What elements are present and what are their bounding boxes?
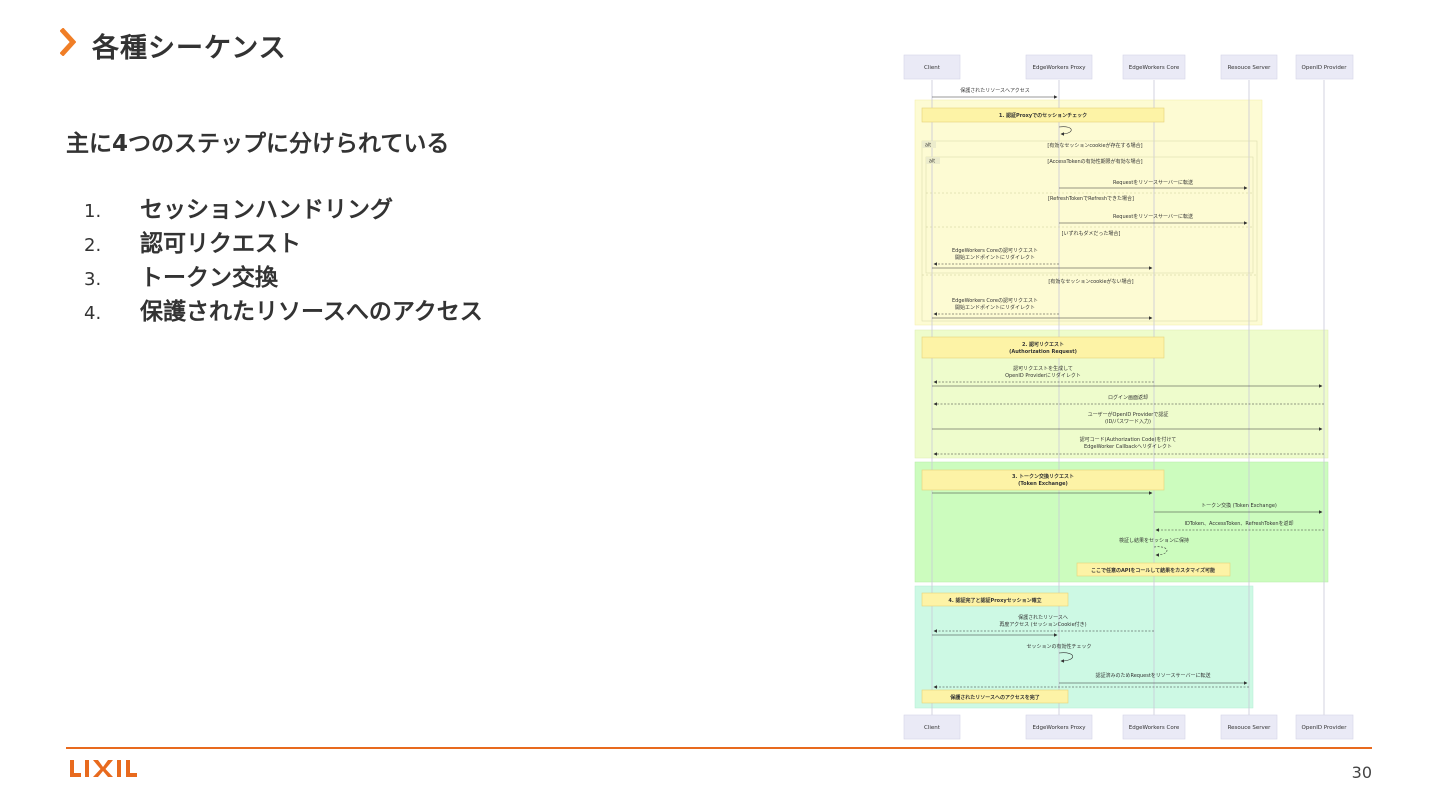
actor-label: OpenID Provider: [1302, 725, 1348, 731]
lixil-logo: [70, 760, 137, 777]
message-label: 保護されたリソースへアクセス: [960, 87, 1030, 94]
actor-edgeworkers-core-bottom: [1122, 714, 1186, 740]
message-label: 認証済みのためRequestをリソースサーバーに転送: [1095, 672, 1210, 679]
alt-condition: [有効なセッションcookieがない場合]: [1048, 278, 1133, 285]
alt-condition: [いずれもダメだった場合]: [1062, 230, 1121, 237]
message-label: EdgeWorker Callbackへリダイレクト: [1084, 443, 1172, 450]
actor-label: EdgeWorkers Proxy: [1033, 65, 1087, 71]
note-text: 2. 認可リクエスト: [1022, 341, 1064, 348]
footer-divider: [66, 747, 1372, 749]
step-item: 3. トークン交換: [84, 261, 483, 295]
actor-label: Resouce Server: [1228, 725, 1272, 731]
step-number: 2.: [84, 235, 102, 256]
actor-label: EdgeWorkers Core: [1129, 65, 1180, 71]
message-label: 認可コード(Authorization Code)を付けて: [1080, 436, 1177, 443]
note-access-complete: [921, 689, 1069, 704]
actor-label: EdgeWorkers Proxy: [1033, 725, 1087, 731]
step-text: トークン交換: [140, 265, 278, 291]
message-label: IDToken、AccessToken、RefreshTokenを返却: [1184, 520, 1293, 527]
message-label: 保護されたリソースへ: [1018, 614, 1068, 621]
actor-label: Client: [924, 725, 941, 731]
note-text: (Token Exchange): [1018, 481, 1068, 487]
step-number: 1.: [84, 201, 102, 222]
alt-label: alt: [929, 159, 935, 165]
message-label: (ID/パスワード入力): [1105, 418, 1151, 425]
note-custom-api: [1076, 562, 1231, 577]
alt-condition: [AccessTokenの有効性期限が有効な場合]: [1047, 158, 1142, 165]
note-session-established: [921, 592, 1069, 607]
step-number: 4.: [84, 303, 102, 324]
actor-edgeworkers-proxy-bottom: [1025, 714, 1093, 740]
actor-client-bottom: [903, 714, 961, 740]
step-number: 3.: [84, 269, 102, 290]
actor-edgeworkers-proxy: [1025, 54, 1093, 80]
step-list: 1. セッションハンドリング 2. 認可リクエスト 3. トークン交換 4. 保護された…: [84, 193, 483, 329]
alt-frame-outer: [921, 140, 1258, 322]
alt-label: alt: [925, 143, 931, 149]
message-label: 再度アクセス (セッションCookie付き): [999, 621, 1086, 628]
step-item: 2. 認可リクエスト: [84, 227, 483, 261]
self-arrow-session-check: [1058, 126, 1072, 136]
message-label: Requestをリソースサーバーに転送: [1113, 179, 1193, 186]
note-text: (Authorization Request): [1009, 349, 1077, 355]
actor-openid-provider: [1295, 54, 1354, 80]
message-label: 認可リクエストを生成して: [1013, 365, 1073, 372]
actor-client: [903, 54, 961, 80]
section-session-check: [914, 99, 1263, 326]
note-token-exchange: [921, 469, 1165, 491]
note-authorization-request: [921, 336, 1165, 359]
self-arrow-verify: [1153, 546, 1168, 557]
step-text: セッションハンドリング: [140, 197, 393, 223]
message-label: セッションの有効性チェック: [1026, 643, 1091, 650]
self-arrow-session-validity: [1058, 652, 1074, 663]
message-label: 開始エンドポイントにリダイレクト: [955, 304, 1035, 311]
note-session-check: [921, 107, 1165, 123]
note-text: 1. 認証Proxyでのセッションチェック: [999, 112, 1087, 119]
actor-label: OpenID Provider: [1302, 65, 1348, 71]
slide-title: 各種シーケンス: [92, 33, 287, 64]
actor-label: Resouce Server: [1228, 65, 1272, 71]
actor-resource-server: [1220, 54, 1278, 80]
actor-openid-provider-bottom: [1295, 714, 1354, 740]
step-text: 保護されたリソースへのアクセス: [140, 299, 483, 325]
note-text: 保護されたリソースへのアクセスを完了: [949, 694, 1040, 701]
actor-edgeworkers-core: [1122, 54, 1186, 80]
alt-frame-inner: [925, 156, 1254, 274]
section-session-established: [914, 585, 1254, 709]
message-label: トークン交換 (Token Exchange): [1201, 502, 1277, 509]
alt-tag: [922, 141, 936, 148]
sequence-diagram: Client EdgeWorkers Proxy EdgeWorkers Cor…: [903, 54, 1354, 740]
note-text: 3. トークン交換リクエスト: [1012, 473, 1074, 480]
actor-resource-server-bottom: [1220, 714, 1278, 740]
alt-tag: [926, 157, 940, 164]
message-label: 開始エンドポイントにリダイレクト: [955, 254, 1035, 261]
note-text: 4. 認証完了と認証Proxyセッション確立: [948, 597, 1041, 604]
step-text: 認可リクエスト: [140, 231, 301, 257]
step-item: 1. セッションハンドリング: [84, 193, 483, 227]
actor-label: EdgeWorkers Core: [1129, 725, 1180, 731]
note-text: ここで任意のAPIをコールして結果をカスタマイズ可能: [1091, 567, 1215, 574]
page-number: 30: [1351, 763, 1372, 782]
message-label: Requestをリソースサーバーに転送: [1113, 213, 1193, 220]
step-item: 4. 保護されたリソースへのアクセス: [84, 295, 483, 329]
message-label: EdgeWorkers Coreの認可リクエスト: [952, 247, 1038, 254]
message-label: EdgeWorkers Coreの認可リクエスト: [952, 297, 1038, 304]
alt-condition: [RefreshTokenでRefreshできた場合]: [1048, 195, 1134, 202]
alt-condition: [有効なセッションcookieが存在する場合]: [1047, 142, 1142, 149]
actor-label: Client: [924, 65, 941, 71]
message-label: ユーザーがOpenID Providerで認証: [1088, 411, 1169, 418]
message-label: 検証し結果をセッションに保持: [1119, 537, 1189, 544]
chevron-right-icon: [60, 28, 76, 56]
slide-subtitle: 主に4つのステップに分けられている: [66, 131, 450, 157]
message-label: ログイン画面返却: [1108, 394, 1148, 401]
message-label: OpenID Providerにリダイレクト: [1005, 372, 1081, 379]
